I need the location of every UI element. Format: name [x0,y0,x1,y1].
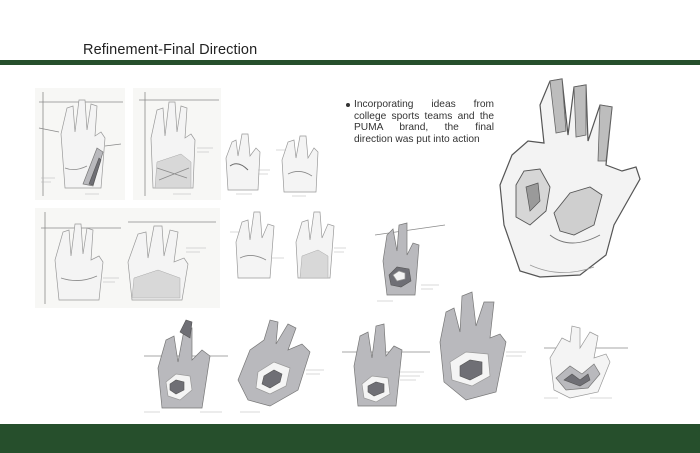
sketch-glove-14 [544,325,628,399]
sketch-glove-8 [295,211,346,279]
footer-band [0,424,700,453]
bullet-point: Incorporating ideas from college sports … [346,99,494,145]
header-rule [0,60,700,65]
sketch-glove-2 [133,88,221,200]
sketch-glove-6 [124,208,220,308]
sketch-glove-9 [374,222,446,302]
sketch-glove-11 [237,319,324,413]
bullet-icon [346,103,350,107]
sketch-glove-4 [276,135,319,197]
sketch-glove-13 [439,291,526,401]
sketch-glove-5 [35,208,125,308]
sketch-glove-1 [35,88,125,200]
sketch-glove-10 [144,319,228,413]
page-title: Refinement-Final Direction [83,42,258,58]
sketch-glove-3 [225,133,270,195]
sketch-glove-12 [342,323,430,407]
hero-glove-render [499,78,641,278]
sketch-glove-7 [230,211,284,279]
bullet-text: Incorporating ideas from college sports … [354,99,494,145]
